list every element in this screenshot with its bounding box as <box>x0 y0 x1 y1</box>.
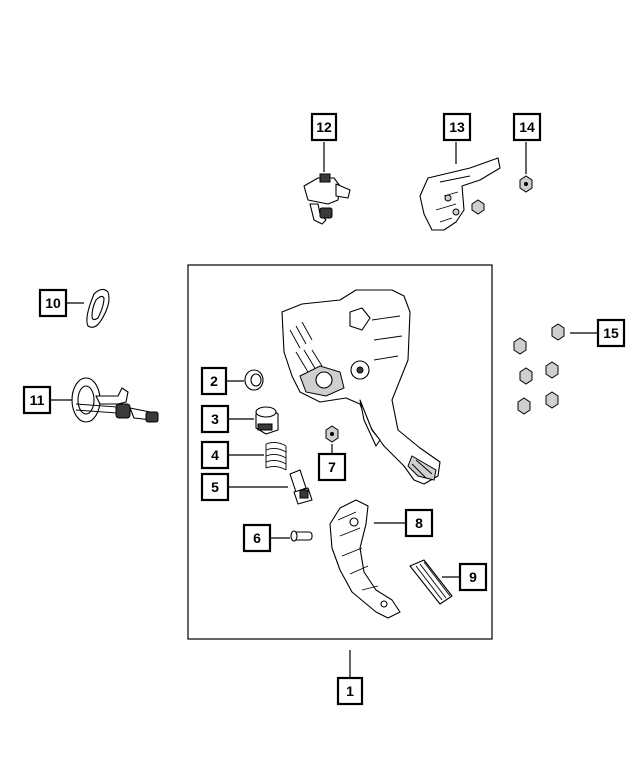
part-10-seal <box>86 288 110 328</box>
callout-8: 8 <box>404 508 434 538</box>
callout-11: 11 <box>22 385 52 415</box>
callout-10: 10 <box>38 288 68 318</box>
part-11-cylinder <box>71 377 159 423</box>
svg-text:12: 12 <box>316 119 332 135</box>
svg-text:2: 2 <box>210 373 218 389</box>
svg-text:4: 4 <box>211 447 219 463</box>
part-13-nut <box>471 199 485 215</box>
svg-text:6: 6 <box>253 530 261 546</box>
part-6-pin <box>290 530 313 542</box>
part-14-nut <box>519 175 533 193</box>
callout-7: 7 <box>317 452 347 482</box>
callout-2: 2 <box>200 366 228 396</box>
part-3-seat <box>255 406 279 435</box>
svg-text:14: 14 <box>519 119 535 135</box>
part-12-switch <box>303 173 351 225</box>
pedal-main-assembly <box>281 289 441 485</box>
svg-text:1: 1 <box>346 683 354 699</box>
part-4-spring <box>265 441 287 471</box>
callout-4: 4 <box>200 440 230 470</box>
callout-14: 14 <box>512 112 542 142</box>
part-15-nuts <box>513 323 565 415</box>
svg-text:15: 15 <box>603 325 619 341</box>
svg-text:11: 11 <box>30 392 45 408</box>
callout-15: 15 <box>596 318 626 348</box>
callout-5: 5 <box>200 472 230 502</box>
callout-3: 3 <box>200 404 230 434</box>
part-8-pedal-arm <box>329 499 401 619</box>
part-9-pedal-pad <box>409 559 453 605</box>
part-5-pushrod <box>289 469 313 505</box>
part-2-bushing <box>244 369 264 391</box>
svg-text:3: 3 <box>211 411 219 427</box>
svg-text:5: 5 <box>211 479 219 495</box>
callout-9: 9 <box>458 562 488 592</box>
part-7-nut <box>325 425 339 443</box>
callout-1: 1 <box>336 676 364 706</box>
part-13-bracket <box>419 157 501 231</box>
svg-text:8: 8 <box>415 515 423 531</box>
svg-text:9: 9 <box>469 569 477 585</box>
callout-6: 6 <box>242 523 272 553</box>
svg-text:10: 10 <box>45 295 61 311</box>
callout-13: 13 <box>442 112 472 142</box>
callout-12: 12 <box>310 112 338 142</box>
svg-text:7: 7 <box>328 459 336 475</box>
assembly-frame <box>187 264 493 640</box>
svg-text:13: 13 <box>449 119 465 135</box>
